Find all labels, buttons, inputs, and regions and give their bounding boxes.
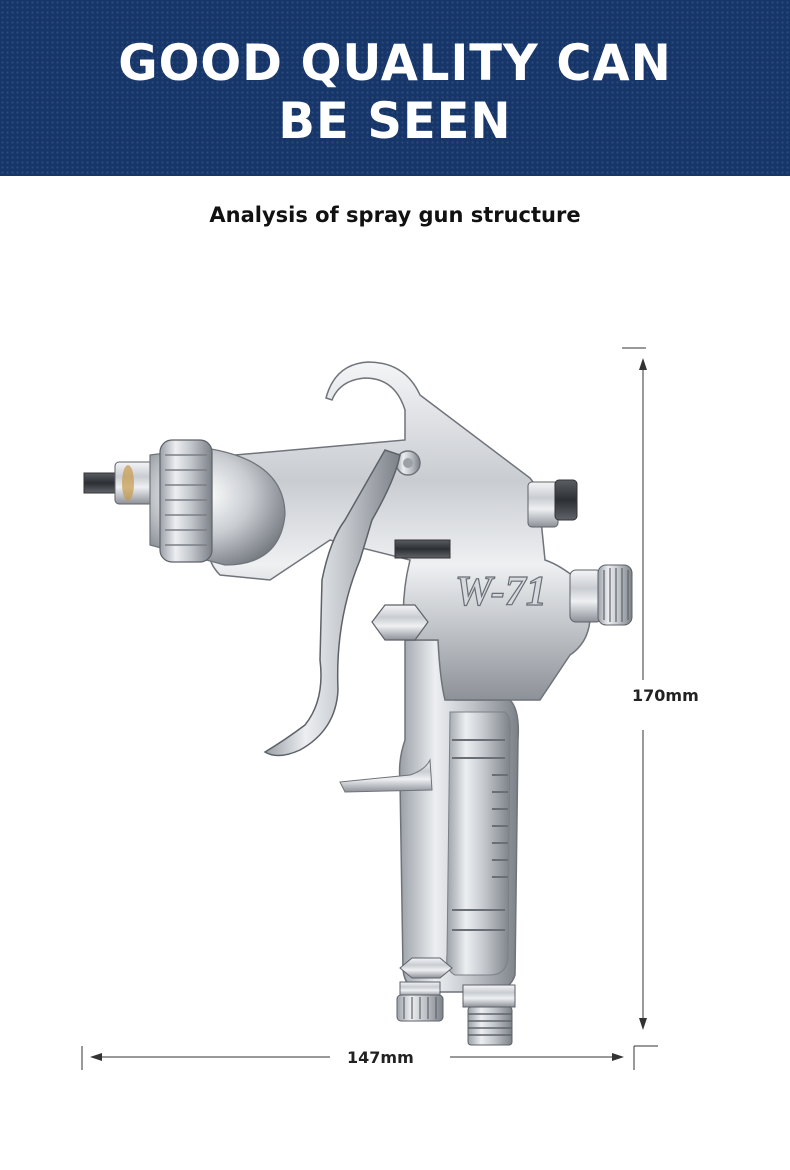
- fluid-adjust-knob: [371, 604, 429, 641]
- height-dimension-line: [622, 347, 647, 1030]
- air-inlet-fitting: [462, 984, 516, 1046]
- trigger: [263, 449, 401, 757]
- width-dimension-label: 147mm: [347, 1048, 414, 1067]
- needle-rod: [394, 539, 451, 559]
- header-banner: GOOD QUALITY CAN BE SEEN: [0, 0, 790, 176]
- air-valve-knob: [569, 564, 633, 626]
- bottom-air-regulator: [396, 957, 453, 1022]
- width-dimension-line: [81, 1045, 658, 1070]
- banner-title-line-1: GOOD QUALITY CAN: [118, 34, 672, 92]
- model-marking: W-71: [455, 569, 547, 615]
- gun-body: W-71: [208, 361, 591, 701]
- banner-title-line-2: BE SEEN: [278, 92, 512, 150]
- pattern-adjust-knob: [527, 479, 578, 528]
- nozzle-assembly: [83, 439, 286, 566]
- section-subtitle: Analysis of spray gun structure: [209, 203, 581, 227]
- height-dimension-label: 170mm: [632, 686, 699, 705]
